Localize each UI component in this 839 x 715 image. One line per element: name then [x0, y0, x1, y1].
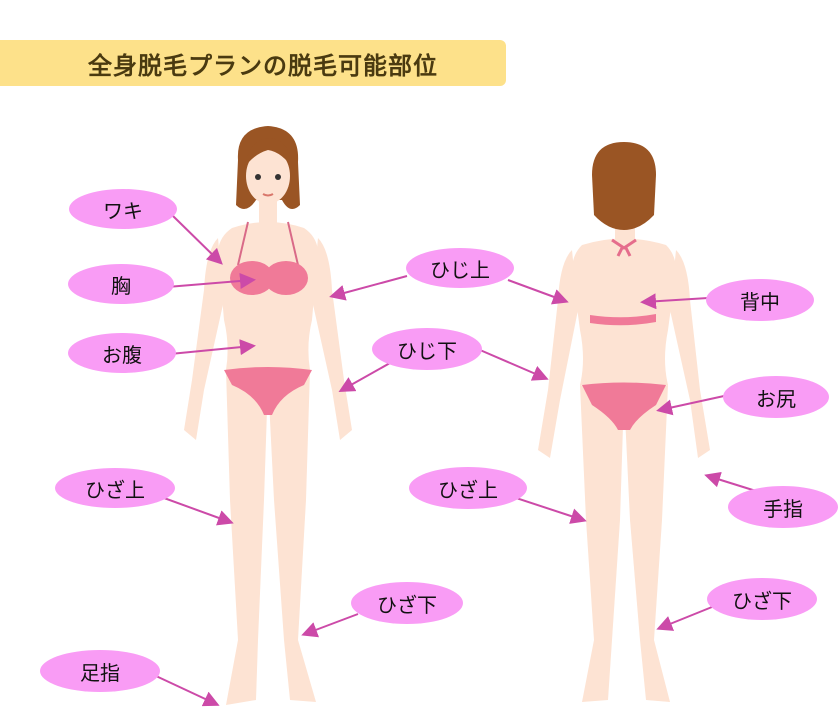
label-text: お尻: [756, 386, 796, 411]
label-text: 背中: [740, 289, 780, 314]
label-hiza-shita-back: ひざ下: [707, 578, 817, 620]
label-text: 足指: [80, 660, 120, 685]
label-hiza-ue-front: ひざ上: [55, 468, 175, 508]
front-figure: [184, 126, 352, 705]
label-senaka: 背中: [706, 279, 814, 321]
label-text: お腹: [102, 342, 142, 367]
label-teyubi: 手指: [728, 486, 838, 528]
label-ashiyubi: 足指: [40, 650, 160, 692]
label-text: ひざ下: [377, 592, 437, 617]
label-text: ひざ下: [732, 588, 792, 613]
title-banner: 全身脱毛プランの脱毛可能部位: [0, 40, 506, 86]
label-hiza-shita-front: ひざ下: [351, 582, 463, 624]
label-mune: 胸: [68, 264, 174, 304]
page-title: 全身脱毛プランの脱毛可能部位: [88, 51, 438, 80]
label-onaka: お腹: [68, 333, 176, 373]
label-text: ひざ上: [85, 477, 145, 502]
label-hiji-ue: ひじ上: [406, 248, 514, 288]
label-text: ひざ上: [438, 477, 498, 502]
label-text: 手指: [763, 496, 803, 521]
label-text: ひじ下: [397, 338, 457, 363]
label-waki: ワキ: [69, 189, 177, 229]
label-text: ワキ: [103, 198, 143, 223]
label-hiji-shita: ひじ下: [372, 328, 482, 370]
back-figure: [538, 142, 710, 702]
label-text: ひじ上: [430, 257, 490, 282]
label-hiza-ue-back: ひざ上: [409, 467, 527, 509]
label-oshiri: お尻: [723, 376, 829, 418]
label-text: 胸: [111, 273, 131, 298]
